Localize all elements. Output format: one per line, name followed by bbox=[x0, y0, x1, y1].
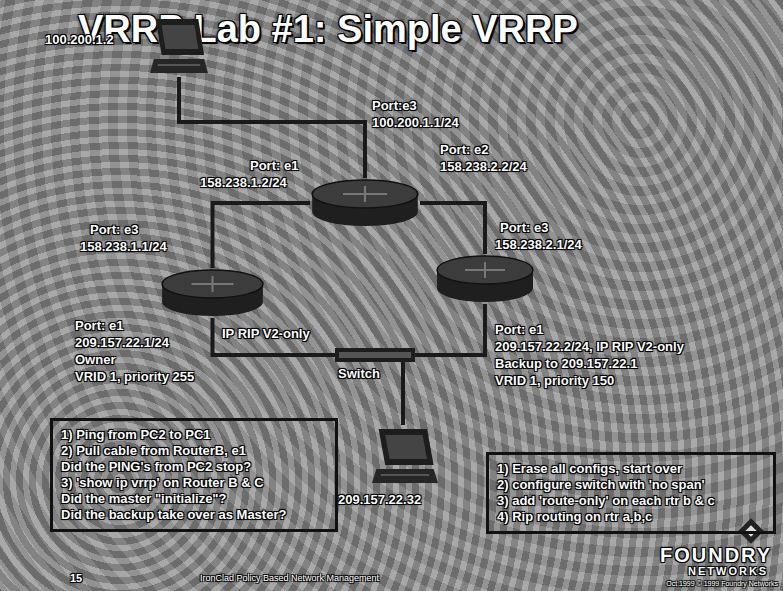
switch-icon: Switch bbox=[335, 348, 415, 362]
network-link bbox=[213, 318, 336, 355]
port-label: Owner bbox=[75, 352, 115, 368]
pc-icon: 100.200.1.2 bbox=[150, 15, 208, 77]
slide-number: 15 bbox=[70, 572, 82, 584]
task-text: 2) configure switch with 'no span' bbox=[497, 477, 765, 493]
logo-text: FOUNDRY bbox=[660, 544, 772, 566]
port-label: VRID 1, priority 150 bbox=[495, 373, 614, 389]
port-label: 100.200.1.2 bbox=[45, 32, 114, 48]
port-label: 100.200.1.1/24 bbox=[372, 115, 459, 131]
footer-text: IronClad Policy Based Network Management bbox=[200, 574, 379, 584]
network-link bbox=[403, 362, 404, 425]
router-icon: Port: e3158.238.2.1/24Port: e1209.157.22… bbox=[435, 254, 535, 304]
port-label: 158.238.2.1/24 bbox=[495, 237, 582, 253]
task-text: Did the PING's from PC2 stop? bbox=[61, 459, 327, 475]
pc-icon: 209.157.22.32 bbox=[372, 425, 438, 487]
port-label: VRID 1, priority 255 bbox=[75, 369, 194, 385]
port-label: 209.157.22.32 bbox=[338, 492, 421, 508]
task-text: 4) Rip routing on rtr a,b,c bbox=[497, 509, 765, 525]
task-text: 3) add 'route-only' on each rtr b & c bbox=[497, 493, 765, 509]
port-label: Port: e1 bbox=[495, 322, 543, 338]
port-label: Port: e2 bbox=[440, 142, 488, 158]
port-label: Port: e3 bbox=[500, 220, 548, 236]
slide-title: VRRP Lab #1: Simple VRRP bbox=[78, 6, 578, 52]
port-label: Port:e3 bbox=[372, 98, 417, 114]
task-text: 1) Ping from PC2 to PC1 bbox=[61, 427, 327, 443]
router-icon: Port:e3100.200.1.1/24Port: e1158.238.1.2… bbox=[310, 178, 420, 228]
task-text: 3) 'show ip vrrp' on Router B & C bbox=[61, 475, 327, 491]
port-label: 158.238.1.2/24 bbox=[200, 175, 287, 191]
task-text: 2) Pull cable from RouterB, e1 bbox=[61, 443, 327, 459]
port-label: Port: e1 bbox=[75, 318, 123, 334]
network-link bbox=[213, 203, 311, 268]
network-link bbox=[420, 203, 485, 254]
port-label: Backup to 209.157.22.1 bbox=[495, 356, 637, 372]
logo-subtext: NETWORKS bbox=[688, 565, 768, 577]
port-label: 209.157.22.1/24 bbox=[75, 335, 169, 351]
task-box: 1) Ping from PC2 to PC12) Pull cable fro… bbox=[50, 418, 338, 532]
network-link bbox=[415, 304, 485, 355]
copyright-text: Oct 1999 © 1999 Foundry Networks bbox=[666, 580, 778, 588]
task-box: 1) Erase all configs, start over2) confi… bbox=[486, 452, 776, 534]
port-label: 158.238.1.1/24 bbox=[80, 239, 167, 255]
task-text: Did the master "initialize"? bbox=[61, 491, 327, 507]
router-icon: Port: e3158.238.1.1/24Port: e1209.157.22… bbox=[160, 268, 265, 318]
port-label: 158.238.2.2/24 bbox=[440, 159, 527, 175]
port-label: Switch bbox=[338, 366, 380, 382]
foundry-logo-mark bbox=[738, 518, 763, 543]
port-label: 209.157.22.2/24, IP RIP V2-only bbox=[495, 339, 765, 355]
port-label: Port: e3 bbox=[90, 222, 138, 238]
task-text: Did the backup take over as Master? bbox=[61, 507, 327, 523]
task-text: 1) Erase all configs, start over bbox=[497, 461, 765, 477]
port-label: IP RIP V2-only bbox=[222, 326, 310, 342]
port-label: Port: e1 bbox=[250, 158, 298, 174]
network-link bbox=[179, 77, 365, 178]
